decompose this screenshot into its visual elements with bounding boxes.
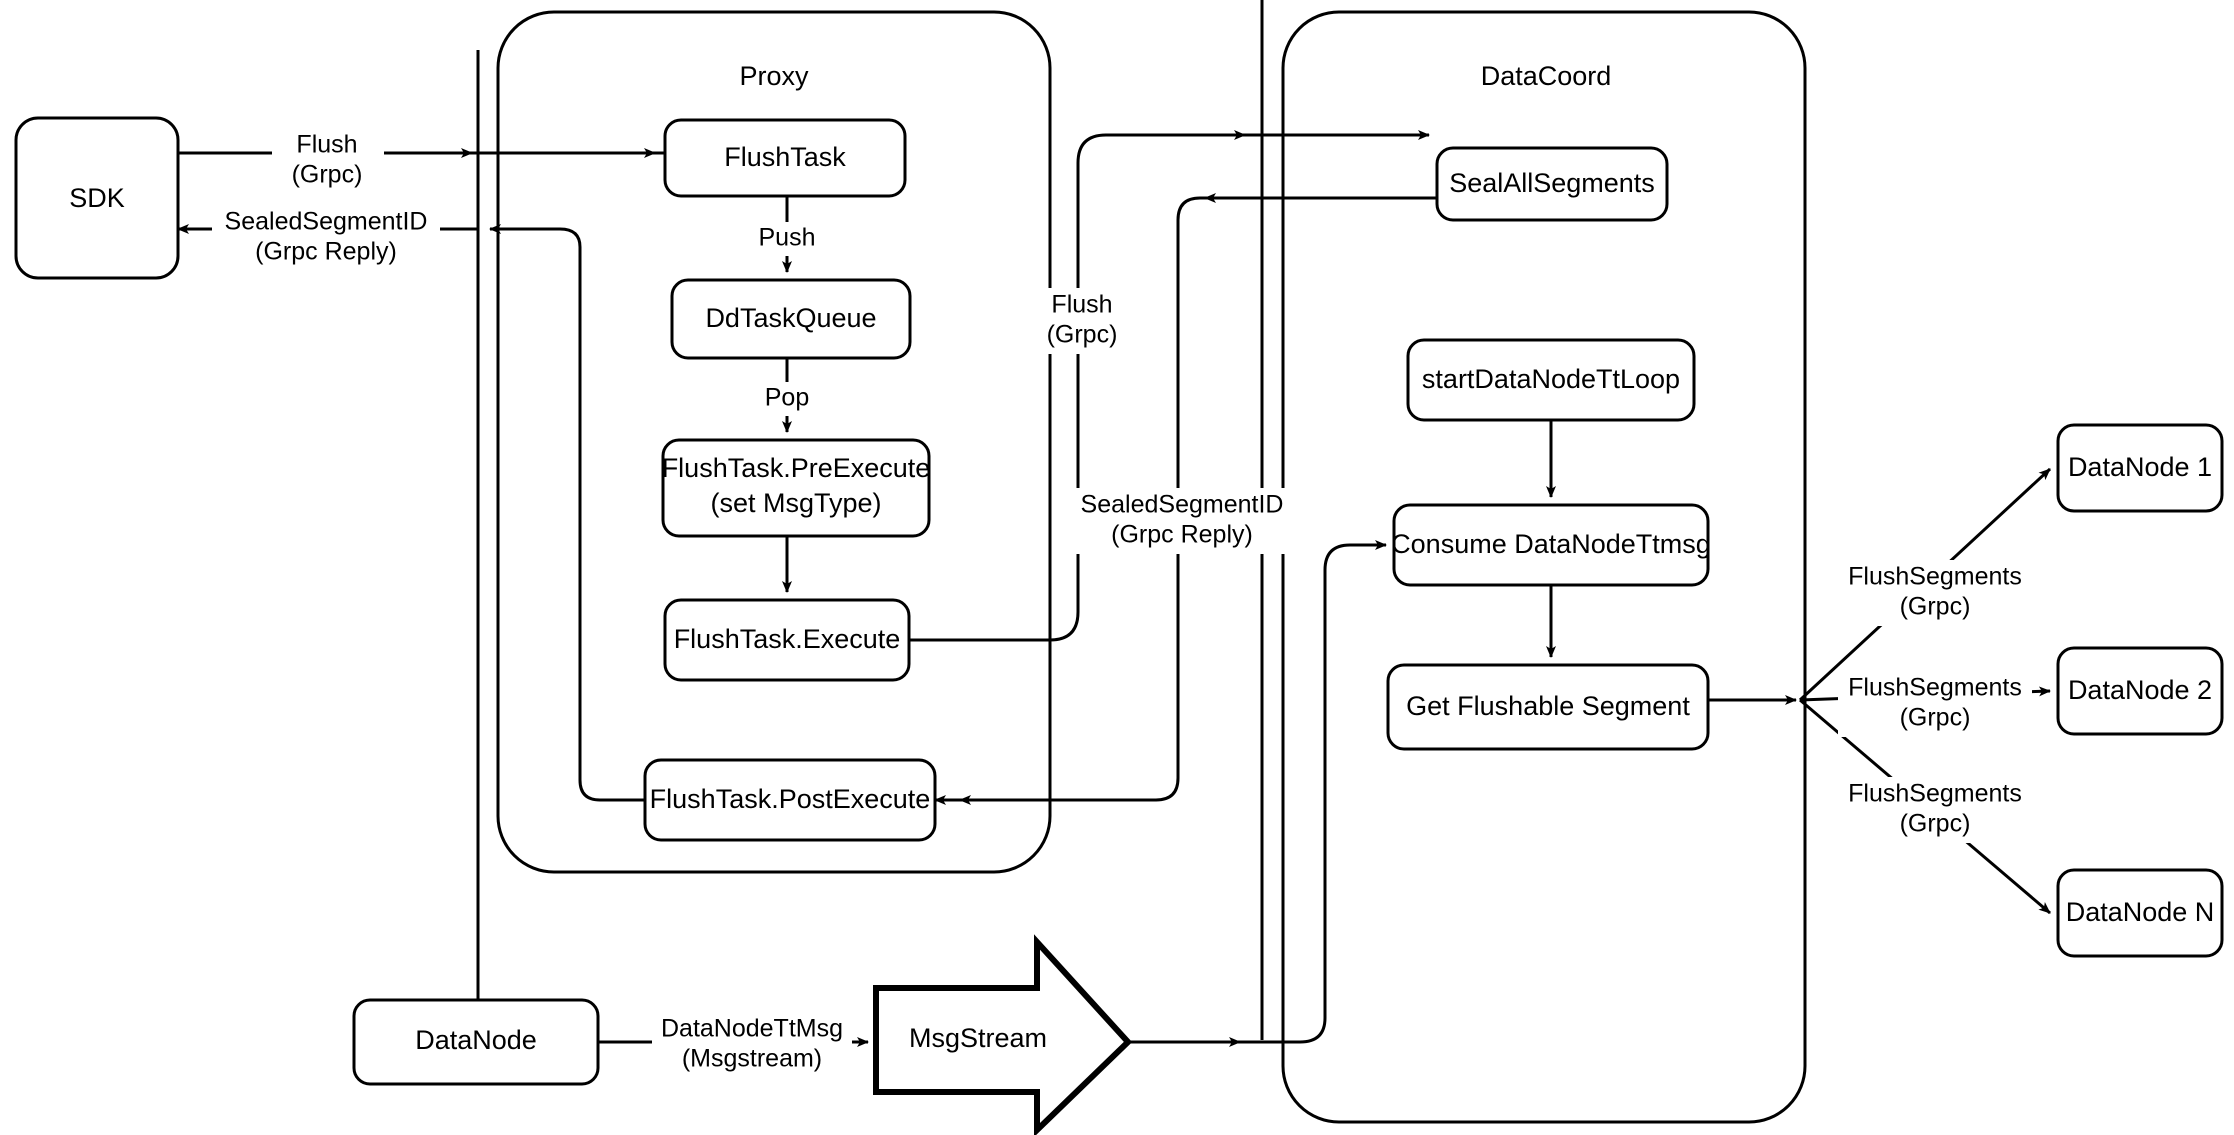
- edge-execute-to-datacoord-route: [909, 130, 1246, 642]
- pop-label: Pop: [765, 384, 809, 412]
- sealed-reply-proxy-line2: (Grpc Reply): [1111, 521, 1253, 549]
- msgstream-block-arrow[interactable]: [873, 934, 1133, 1135]
- flushsegments-n-line2: (Grpc): [1900, 810, 1971, 838]
- push-label: Push: [759, 224, 816, 252]
- node-msgstream[interactable]: MsgStream: [873, 934, 1133, 1135]
- datanode-source-label: DataNode: [415, 1025, 537, 1055]
- flush-grpc-proxy-line1: Flush: [1051, 291, 1112, 319]
- flushsegments-1-line2: (Grpc): [1900, 593, 1971, 621]
- edge-label-datanodettmsg: DataNodeTtMsg (Msgstream): [652, 1012, 852, 1078]
- sealed-reply-sdk-line2: (Grpc Reply): [255, 238, 397, 266]
- startttloop-rect[interactable]: [1406, 338, 1696, 422]
- flush-grpc-proxy-line2: (Grpc): [1047, 321, 1118, 349]
- node-flushtask-preexecute[interactable]: FlushTask.PreExecute (set MsgType): [661, 438, 931, 538]
- datanode2-label: DataNode 2: [2068, 675, 2212, 705]
- execute-label: FlushTask.Execute: [674, 624, 901, 654]
- label-bg: [1838, 560, 2032, 626]
- postexecute-label: FlushTask.PostExecute: [650, 784, 931, 814]
- sdk-rect[interactable]: [14, 116, 180, 280]
- datanoden-rect[interactable]: [2056, 868, 2224, 958]
- node-sealallsegments[interactable]: SealAllSegments: [1435, 146, 1669, 222]
- datacoord-container-rect: [1281, 10, 1807, 1124]
- preexecute-rect[interactable]: [661, 438, 931, 538]
- ddtaskqueue-label: DdTaskQueue: [705, 303, 876, 333]
- flushsegments-2-line2: (Grpc): [1900, 704, 1971, 732]
- execute-rect[interactable]: [663, 598, 911, 682]
- flushsegments-2-line1: FlushSegments: [1848, 674, 2022, 702]
- node-ddtaskqueue[interactable]: DdTaskQueue: [670, 278, 912, 360]
- node-flushtask-postexecute[interactable]: FlushTask.PostExecute: [643, 758, 937, 842]
- node-get-flushable-segment[interactable]: Get Flushable Segment: [1386, 663, 1710, 751]
- datanodettmsg-line1: DataNodeTtMsg: [661, 1015, 843, 1043]
- node-flushtask[interactable]: FlushTask: [663, 118, 907, 198]
- node-datanode-source[interactable]: DataNode: [352, 998, 600, 1086]
- container-datacoord: DataCoord: [1281, 10, 1807, 1124]
- preexecute-label-line2: (set MsgType): [710, 488, 881, 518]
- datanode1-rect[interactable]: [2056, 423, 2224, 513]
- edge-label-flushsegments-2: FlushSegments (Grpc): [1838, 671, 2032, 737]
- label-bg: [1838, 671, 2032, 737]
- edge-label-push: Push: [748, 222, 826, 256]
- datanode1-label: DataNode 1: [2068, 452, 2212, 482]
- proxy-container-rect: [496, 10, 1052, 874]
- consumettmsg-rect[interactable]: [1392, 503, 1710, 587]
- flushsegments-n-line1: FlushSegments: [1848, 780, 2022, 808]
- label-bg: [1838, 777, 2032, 843]
- node-datanode-n[interactable]: DataNode N: [2056, 868, 2224, 958]
- edge-label-flush-grpc-proxy: Flush (Grpc): [1028, 288, 1140, 354]
- node-flushtask-execute[interactable]: FlushTask.Execute: [663, 598, 911, 682]
- label-bg: [652, 1012, 852, 1078]
- label-bg: [1028, 288, 1140, 354]
- getflushable-label: Get Flushable Segment: [1406, 691, 1690, 721]
- sealallsegments-label: SealAllSegments: [1449, 168, 1655, 198]
- node-startdatanodettloop[interactable]: startDataNodeTtLoop: [1406, 338, 1696, 422]
- proxy-title: Proxy: [739, 61, 809, 91]
- label-bg: [272, 128, 384, 194]
- node-datanode-1[interactable]: DataNode 1: [2056, 423, 2224, 513]
- flushtask-label: FlushTask: [724, 142, 846, 172]
- node-sdk[interactable]: SDK: [14, 116, 180, 280]
- getflushable-rect[interactable]: [1386, 663, 1710, 751]
- label-bg: [748, 222, 826, 256]
- sdk-label: SDK: [69, 183, 125, 213]
- edge-label-flushsegments-1: FlushSegments (Grpc): [1838, 560, 2032, 626]
- preexecute-label-line1: FlushTask.PreExecute: [662, 453, 931, 483]
- label-bg: [754, 382, 820, 416]
- flush-grpc-sdk-line2: (Grpc): [292, 161, 363, 189]
- edge-label-sealedsegmentid-sdk: SealedSegmentID (Grpc Reply): [212, 205, 440, 271]
- sealed-reply-proxy-line1: SealedSegmentID: [1081, 491, 1284, 519]
- edge-label-sealedsegmentid-proxy: SealedSegmentID (Grpc Reply): [1066, 488, 1298, 554]
- consumettmsg-label: Consume DataNodeTtmsg: [1391, 529, 1711, 559]
- ddtaskqueue-rect[interactable]: [670, 278, 912, 360]
- msgstream-label: MsgStream: [909, 1023, 1047, 1053]
- flushsegments-1-line1: FlushSegments: [1848, 563, 2022, 591]
- sealed-reply-sdk-line1: SealedSegmentID: [225, 208, 428, 236]
- flush-grpc-sdk-line1: Flush: [296, 131, 357, 159]
- edge-label-flushsegments-n: FlushSegments (Grpc): [1838, 777, 2032, 843]
- datacoord-title: DataCoord: [1481, 61, 1612, 91]
- edge-label-pop: Pop: [754, 382, 820, 416]
- sealallsegments-rect[interactable]: [1435, 146, 1669, 222]
- postexecute-rect[interactable]: [643, 758, 937, 842]
- edge-postexecute-to-sdk-route: [489, 224, 645, 802]
- label-bg: [212, 205, 440, 271]
- edge-label-flush-grpc-sdk: Flush (Grpc): [272, 128, 384, 194]
- datanodettmsg-line2: (Msgstream): [682, 1045, 822, 1073]
- node-consume-datanodettmsg[interactable]: Consume DataNodeTtmsg: [1391, 503, 1711, 587]
- datanoden-label: DataNode N: [2066, 897, 2215, 927]
- container-proxy: Proxy: [496, 10, 1052, 874]
- startttloop-label: startDataNodeTtLoop: [1422, 364, 1680, 394]
- node-datanode-2[interactable]: DataNode 2: [2056, 646, 2224, 736]
- datanode-source-rect[interactable]: [352, 998, 600, 1086]
- flushtask-rect[interactable]: [663, 118, 907, 198]
- label-bg: [1066, 488, 1298, 554]
- datanode2-rect[interactable]: [2056, 646, 2224, 736]
- edge-datacoord-to-consume-route: [1240, 540, 1387, 1044]
